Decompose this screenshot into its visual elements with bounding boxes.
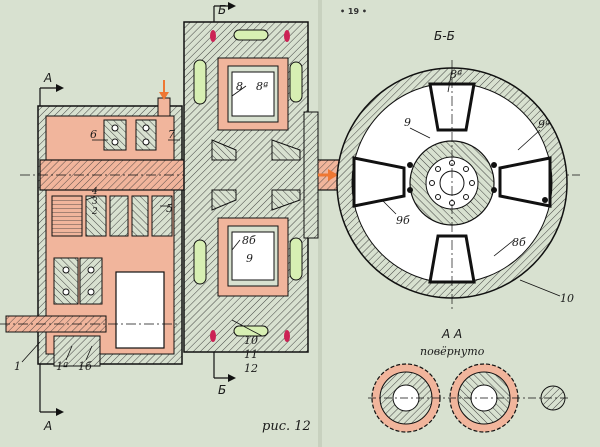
callout-8a-left: 8ª <box>256 80 268 93</box>
callout-12-left: 12 <box>244 362 258 375</box>
section-bb-wheel <box>336 60 568 310</box>
callout-6: 6 <box>90 128 97 141</box>
callout-9a-right: 9ª <box>538 118 550 131</box>
callout-8b-left: 8б <box>242 234 256 247</box>
callout-10-left: 10 <box>244 334 258 347</box>
callout-1b: 1б <box>78 360 92 373</box>
callout-9b-right: 9б <box>396 214 410 227</box>
page-number: • 19 • <box>340 7 367 16</box>
callout-8b-right: 8б <box>512 236 526 249</box>
middle-housing-section <box>183 21 580 353</box>
callout-2: 2 <box>91 207 98 217</box>
section-aa-title: А А <box>441 327 462 341</box>
section-markers <box>39 2 236 416</box>
callout-1a: 1ª <box>56 360 68 373</box>
callout-5: 5 <box>166 202 173 215</box>
callout-7: 7 <box>168 128 175 141</box>
section-a-top-label: А <box>43 71 52 85</box>
callout-3: 3 <box>92 197 98 207</box>
callout-1: 1 <box>14 360 21 373</box>
section-b-top-label: Б <box>218 3 226 17</box>
figure-caption: рис. 12 <box>262 419 311 434</box>
section-bb-title: Б-Б <box>434 29 455 43</box>
section-aa-subtitle: повёрнуто <box>420 345 485 358</box>
leader-lines <box>21 69 561 363</box>
section-aa-gears <box>368 363 568 433</box>
callout-8a-right: 8ª <box>450 68 462 81</box>
callout-8-left: 8 <box>236 80 243 93</box>
section-b-bottom-label: Б <box>218 383 226 397</box>
callout-4: 4 <box>91 187 98 197</box>
callout-11-left: 11 <box>244 348 258 361</box>
callout-10-right: 10 <box>560 292 574 305</box>
left-gearbox-section <box>0 80 350 367</box>
callout-9-left: 9 <box>246 252 253 265</box>
callout-9-right: 9 <box>404 116 411 129</box>
section-a-bottom-label: А <box>43 419 52 433</box>
